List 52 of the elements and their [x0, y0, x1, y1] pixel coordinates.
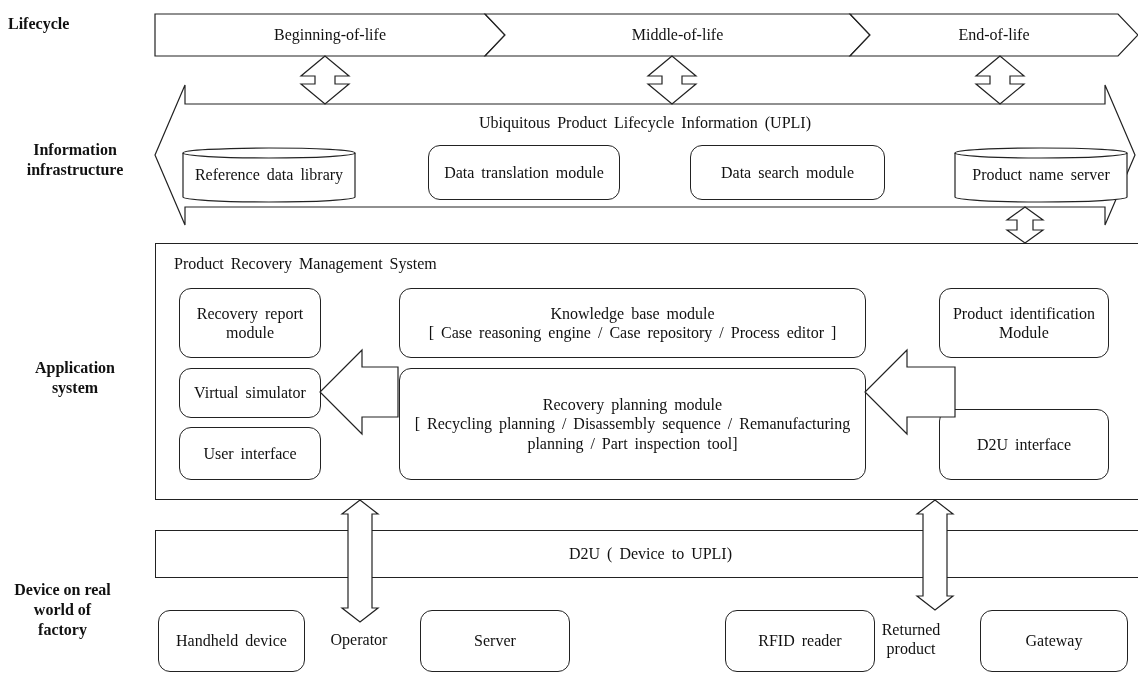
- node-label: D2U ( Device to UPLI): [568, 544, 733, 564]
- layer-label: Device on real world of factory: [13, 580, 112, 640]
- double-block-arrow: [915, 499, 955, 611]
- layer-title: Ubiquitous Product Lifecycle Information (UPLI): [479, 113, 811, 133]
- module-box: [939, 409, 1109, 480]
- module-box: [179, 368, 321, 418]
- node-label: Middle-of-life: [631, 25, 724, 45]
- node-label: D2U interface: [975, 434, 1073, 455]
- module-box: [179, 288, 321, 358]
- layer-label: Lifecycle: [8, 14, 71, 34]
- double-block-arrow: [974, 55, 1026, 105]
- module-box: [725, 610, 875, 672]
- node-label: Data translation module: [443, 162, 605, 183]
- node-label: User interface: [202, 443, 298, 464]
- node-label: Beginning-of-life: [274, 25, 386, 45]
- double-block-arrow: [299, 55, 351, 105]
- node-label: Recovery planning module: [541, 395, 724, 415]
- layer-label: Information infrastructure: [25, 140, 125, 180]
- node-label: RFID reader: [757, 631, 843, 651]
- node-label: Gateway: [1024, 631, 1084, 651]
- module-box: [428, 145, 620, 200]
- module-box: [690, 145, 885, 200]
- module-box: [980, 610, 1128, 672]
- node-label: Handheld device: [175, 631, 288, 651]
- module-box: [399, 288, 866, 358]
- module-box: [399, 368, 866, 480]
- block-arrow: [864, 348, 956, 436]
- node-label: Recovery report module: [195, 303, 305, 343]
- node-label: Knowledge base module: [549, 303, 716, 323]
- node-label: Data search module: [719, 162, 856, 183]
- node-label: Virtual simulator: [193, 383, 307, 403]
- node-detail: [ Case reasoning engine / Case repository / Process editor ]: [427, 323, 838, 343]
- double-block-arrow: [1005, 206, 1045, 244]
- system-panel: [155, 243, 1138, 500]
- block-arrow: [319, 348, 399, 436]
- module-box: [179, 427, 321, 480]
- layer-title: Product Recovery Management System: [174, 254, 437, 274]
- node-label: End-of-life: [958, 25, 1030, 45]
- layer-band: [155, 530, 1138, 578]
- node-label: Server: [473, 631, 517, 651]
- module-box: [939, 288, 1109, 358]
- layer-label: Application system: [34, 358, 116, 398]
- module-box: [420, 610, 570, 672]
- node-label: Product identification Module: [951, 303, 1097, 343]
- node-label: Operator: [330, 630, 388, 650]
- node-label: Returned product: [880, 619, 942, 659]
- node-label: Product name server: [971, 165, 1111, 185]
- double-block-arrow: [646, 55, 698, 105]
- module-box: [158, 610, 305, 672]
- double-block-arrow: [340, 499, 380, 623]
- node-label: Reference data library: [193, 165, 345, 185]
- node-detail: [ Recycling planning / Disassembly sequence / Remanufacturing planning / Part inspection tool]: [413, 414, 852, 453]
